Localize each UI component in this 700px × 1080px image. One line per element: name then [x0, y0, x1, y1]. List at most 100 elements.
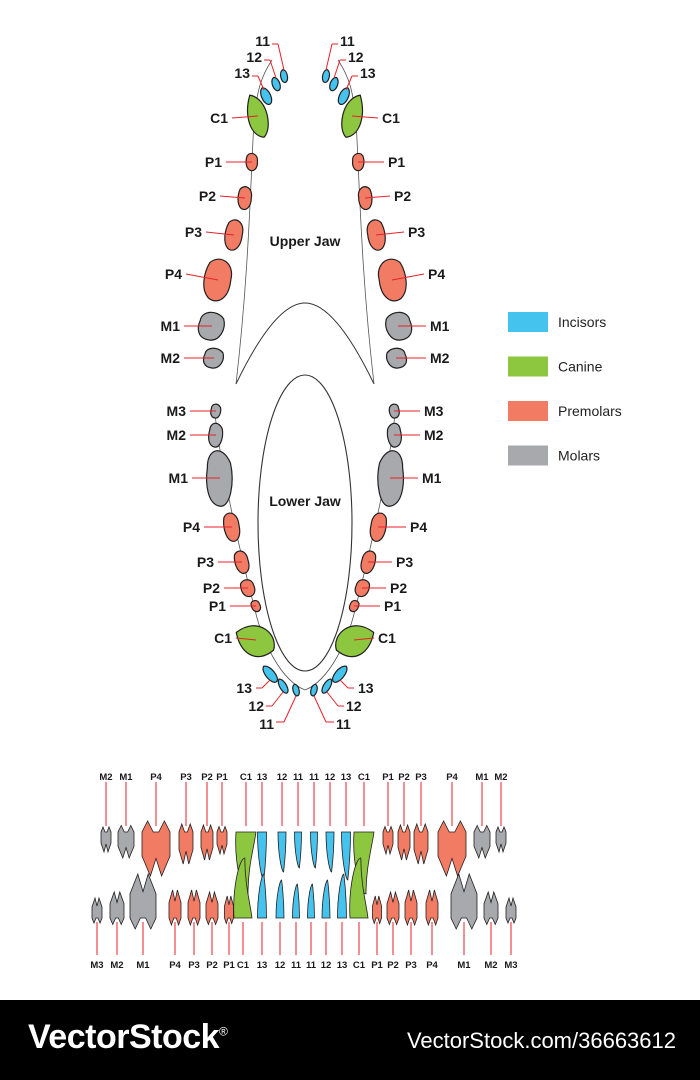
side-lower-21-m3-tooth — [505, 896, 517, 925]
lower-left-m1-tooth — [206, 450, 233, 507]
side-upper-4-label: P2 — [201, 772, 213, 783]
lower-right-m1-tooth — [377, 450, 404, 507]
upper-left-12-label: 12 — [246, 49, 262, 65]
upper-right-12-label: 12 — [348, 49, 364, 65]
upper-right-m2-label: M2 — [430, 350, 450, 366]
upper-right-p1-label: P1 — [388, 154, 405, 170]
lower-left-13-leader-b — [261, 679, 271, 689]
lower-left-12-tooth — [277, 678, 289, 694]
side-upper-12-label: 13 — [341, 772, 352, 783]
lower-left-p3-label: P3 — [197, 554, 214, 570]
upper-left-m1-label: M1 — [161, 318, 181, 334]
upper-right-11-tooth — [321, 68, 331, 83]
legend-label-molars: Molars — [558, 448, 600, 464]
side-lower-11-label: 11 — [306, 960, 317, 971]
side-upper-7-13-tooth — [257, 831, 267, 881]
lower-left-11-tooth — [292, 683, 300, 697]
side-upper-18-label: M1 — [475, 772, 489, 783]
upper-left-p2-label: P2 — [199, 188, 216, 204]
upper-right-13-leader-b — [345, 75, 353, 91]
side-lower-2-label: M1 — [136, 960, 150, 971]
side-lower-16-p2-tooth — [386, 890, 400, 926]
side-upper-1-label: M1 — [119, 772, 133, 783]
side-lower-16-label: P2 — [387, 960, 399, 971]
lower-right-c1-tooth — [335, 625, 375, 658]
side-lower-6-label: P1 — [223, 960, 235, 971]
side-upper-11-label: 12 — [325, 772, 336, 783]
side-lower-19-label: M1 — [457, 960, 471, 971]
upper-right-11-label: 11 — [340, 33, 355, 49]
upper-left-m2-label: M2 — [161, 350, 181, 366]
side-upper-3-p3-tooth — [178, 822, 194, 865]
watermark-footer: VectorStock® VectorStock.com/36663612 — [0, 1000, 700, 1080]
upper-right-12-tooth — [329, 76, 339, 92]
side-lower-4-label: P3 — [188, 960, 200, 971]
upper-left-p3-label: P3 — [185, 224, 202, 240]
lower-right-11-label: 11 — [336, 716, 351, 732]
lower-left-c1-label: C1 — [214, 630, 232, 646]
side-upper-0-label: M2 — [99, 772, 112, 783]
upper-left-p4-label: P4 — [165, 266, 182, 282]
upper-right-c1-leader — [351, 115, 379, 119]
lower-right-13-tooth — [332, 665, 348, 683]
lower-left-11-leader-b — [283, 695, 297, 723]
lower-left-13-tooth — [262, 665, 278, 683]
upper-left-11-tooth — [279, 68, 289, 83]
lower-left-12-label: 12 — [248, 698, 264, 714]
legend-label-canine: Canine — [558, 359, 603, 375]
upper-left-11-label: 11 — [255, 33, 270, 49]
side-lower-15-label: P1 — [371, 960, 383, 971]
side-upper-2-label: P4 — [150, 772, 162, 783]
side-upper-17-p4-tooth — [437, 820, 467, 878]
side-upper-4-p2-tooth — [200, 823, 214, 861]
side-upper-12-13-tooth — [341, 831, 351, 881]
lower-left-c1-leader — [235, 637, 257, 641]
side-lower-3-label: P4 — [169, 960, 181, 971]
upper-right-p4-label: P4 — [428, 266, 445, 282]
upper-right-11-leader-b — [325, 43, 333, 71]
upper-left-13-tooth — [260, 87, 273, 105]
lower-left-11-label: 11 — [259, 716, 274, 732]
side-lower-5-p2-tooth — [205, 890, 219, 926]
upper-right-13-tooth — [337, 87, 350, 105]
legend-swatch-premolars — [508, 401, 548, 421]
side-lower-13-label: 13 — [337, 960, 348, 971]
side-upper-19-m2-tooth — [495, 825, 507, 854]
lower-right-p3-label: P3 — [396, 554, 413, 570]
side-lower-18-p4-tooth — [425, 889, 439, 927]
side-lower-11-11-tooth — [307, 883, 315, 919]
lower-left-12-leader-b — [271, 691, 284, 707]
side-upper-14-p1-tooth — [382, 825, 394, 856]
side-upper-11-12-tooth — [325, 831, 335, 873]
upper-left-13-label: 13 — [234, 65, 250, 81]
side-lower-8-label: 13 — [257, 960, 268, 971]
vectorstock-url: VectorStock.com/36663612 — [406, 1028, 676, 1053]
lower-jaw-label: Lower Jaw — [269, 493, 341, 509]
side-lower-4-p3-tooth — [187, 889, 201, 927]
lower-left-m1-label: M1 — [169, 470, 189, 486]
side-lower-10-11-tooth — [292, 883, 300, 919]
lower-right-p4-label: P4 — [410, 519, 427, 535]
side-lower-12-label: 12 — [321, 960, 332, 971]
side-upper-8-label: 12 — [277, 772, 288, 783]
side-upper-8-12-tooth — [277, 831, 287, 873]
lower-right-p1-label: P1 — [384, 598, 401, 614]
side-lower-14-label: C1 — [353, 960, 366, 971]
lower-jaw-outline — [257, 374, 353, 672]
side-upper-6-label: C1 — [240, 772, 253, 783]
lower-right-11-leader-b — [313, 695, 327, 723]
side-lower-1-m2-tooth — [109, 890, 125, 926]
side-lower-0-label: M3 — [90, 960, 103, 971]
side-lower-20-m2-tooth — [483, 890, 499, 926]
lower-right-12-label: 12 — [346, 698, 362, 714]
lower-left-m2-label: M2 — [167, 427, 187, 443]
vectorstock-brand: VectorStock® — [28, 1018, 228, 1056]
upper-left-12-leader-b — [269, 59, 277, 79]
legend-swatch-molars — [508, 445, 548, 466]
side-upper-5-p1-tooth — [216, 825, 228, 856]
side-upper-0-m2-tooth — [100, 825, 112, 854]
side-upper-15-p2-tooth — [397, 823, 411, 861]
upper-right-p4-leader — [391, 273, 425, 281]
